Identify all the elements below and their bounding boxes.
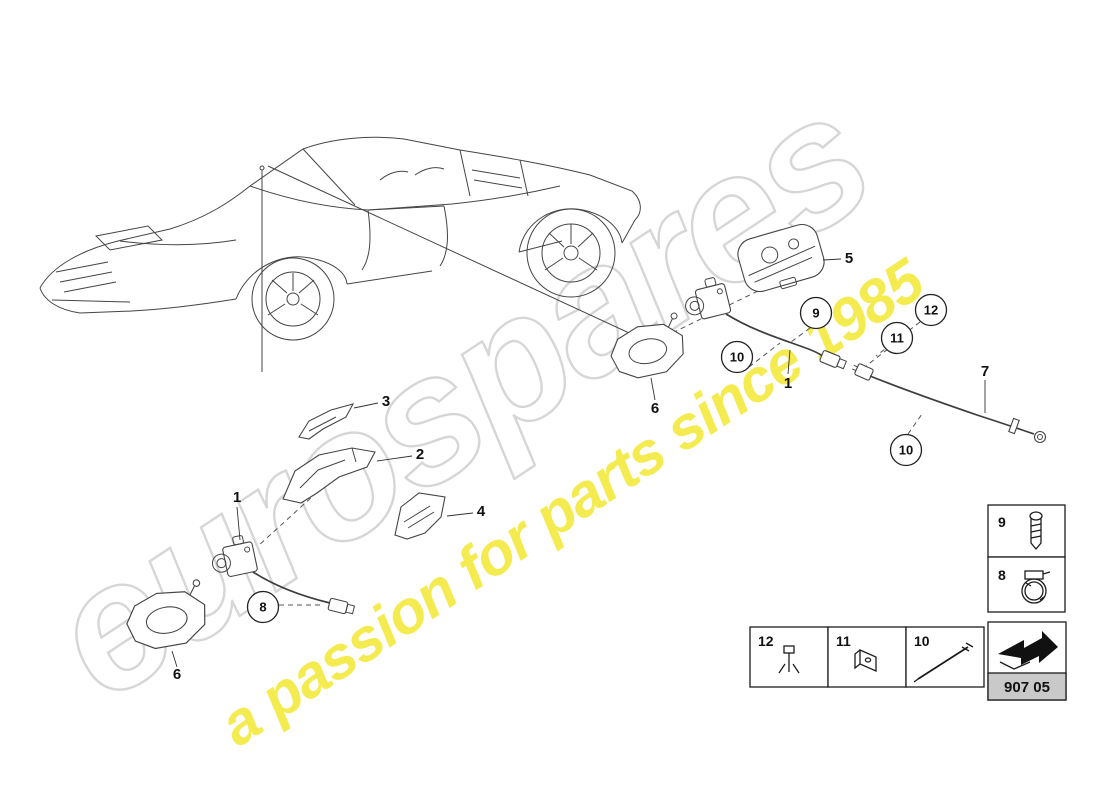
part-label-1-left[interactable]: 1	[233, 489, 241, 506]
connector-right	[819, 350, 847, 370]
engine-deck-lines	[459, 149, 529, 197]
hose-clamp-icon	[1021, 570, 1051, 604]
part-label-3[interactable]: 3	[382, 393, 390, 410]
rear-wheel-arch	[518, 208, 623, 253]
part-sensor-1-left	[211, 535, 258, 577]
callout-10-left[interactable]: 10	[720, 340, 754, 374]
part-housing-6-mid	[610, 312, 684, 379]
assembly-dashed-lines	[257, 286, 923, 606]
callout-12[interactable]: 12	[914, 293, 948, 327]
grille-lines	[51, 261, 131, 303]
part-label-7[interactable]: 7	[981, 363, 989, 380]
a-pillar-inner	[302, 148, 356, 206]
callout-11[interactable]: 11	[880, 321, 914, 355]
part-cable-7	[852, 363, 1047, 444]
svg-text:9: 9	[812, 306, 819, 321]
svg-text:10: 10	[730, 350, 744, 365]
part-label-1-right[interactable]: 1	[784, 375, 792, 392]
interior-hints	[379, 167, 445, 181]
legend-box-12[interactable]: 12	[749, 626, 829, 688]
front-wheel	[251, 257, 335, 341]
svg-text:10: 10	[899, 443, 913, 458]
part-sensor-1-right	[685, 277, 732, 320]
part-bracket-4	[394, 492, 446, 540]
svg-text:8: 8	[259, 600, 266, 615]
next-diagram-arrow-icon	[998, 631, 1058, 670]
part-camera-housing-5	[737, 223, 825, 293]
cable-sensor-right	[725, 313, 824, 357]
diagram-code-box[interactable]: 907 05	[987, 621, 1067, 701]
part-label-2[interactable]: 2	[416, 446, 424, 463]
callout-10-right[interactable]: 10	[889, 433, 923, 467]
connector-left	[327, 597, 356, 615]
locator-lines	[261, 165, 641, 372]
part-label-6-left[interactable]: 6	[173, 666, 181, 683]
car-wireframe	[39, 136, 641, 341]
bracket-clip-icon	[854, 649, 877, 672]
hood-crease	[119, 239, 237, 246]
headlight	[94, 225, 164, 251]
rear-wheel	[526, 208, 616, 298]
part-label-6-mid[interactable]: 6	[651, 400, 659, 417]
part-bracket-2	[282, 447, 376, 504]
legend-box-9[interactable]: 9	[987, 504, 1066, 558]
callout-8[interactable]: 8	[246, 590, 280, 624]
part-bracket-3	[298, 403, 355, 440]
legend-box-8[interactable]: 8	[987, 556, 1066, 613]
cable-sensor-left	[252, 571, 331, 604]
callout-9[interactable]: 9	[799, 296, 833, 330]
svg-text:11: 11	[890, 331, 904, 346]
svg-text:12: 12	[924, 303, 938, 318]
legend-number-10: 10	[914, 633, 930, 649]
diagram-code-text: 907 05	[1004, 679, 1050, 696]
legend-number-9: 9	[998, 514, 1006, 530]
part-housing-6-left	[126, 579, 206, 650]
screw-icon	[1029, 511, 1043, 551]
door-cutlines	[361, 205, 448, 271]
legend-number-8: 8	[998, 567, 1006, 583]
front-wheel-arch	[235, 256, 348, 300]
beltline	[249, 185, 561, 211]
legend-box-11[interactable]: 11	[827, 626, 907, 688]
legend-number-12: 12	[758, 633, 774, 649]
part-label-4[interactable]: 4	[477, 503, 486, 520]
mirror-mount-point	[259, 165, 265, 171]
diagram-code-band	[987, 672, 1067, 701]
pin-screw-icon	[913, 642, 974, 683]
legend-number-11: 11	[836, 633, 851, 649]
label-leader-lines	[171, 258, 986, 668]
clip-icon	[778, 645, 800, 674]
part-label-5[interactable]: 5	[845, 250, 853, 267]
legend-box-10[interactable]: 10	[905, 626, 985, 688]
